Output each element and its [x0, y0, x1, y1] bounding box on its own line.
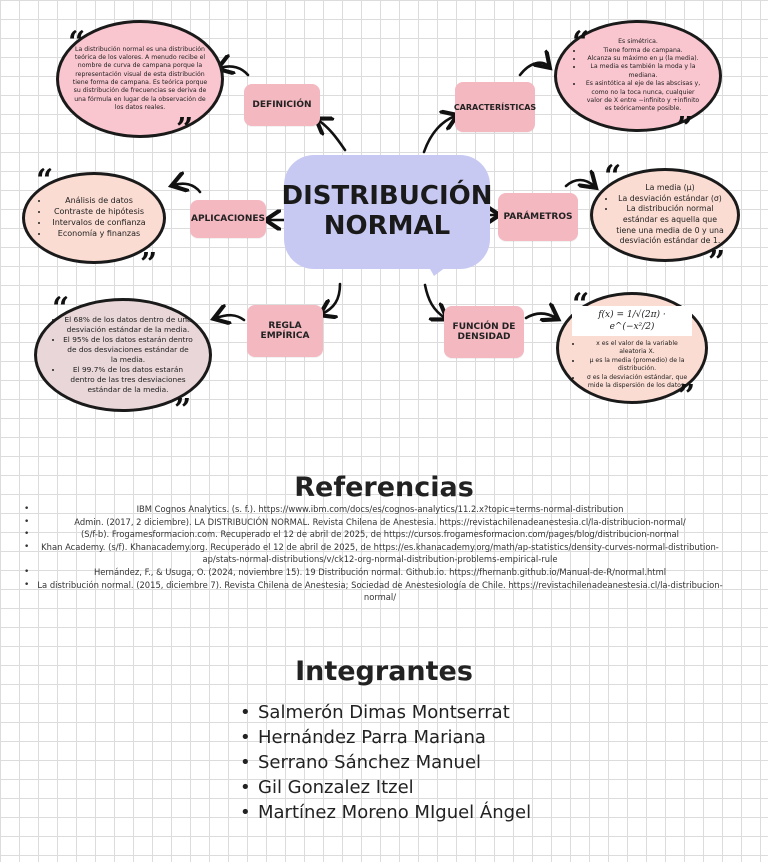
arrow-to-densidad — [423, 283, 445, 318]
label-aplicaciones: APLICACIONES — [190, 200, 266, 238]
integrante-item: Gil Gonzalez Itzel — [240, 775, 531, 800]
aplicacion-item: Economía y finanzas — [49, 229, 149, 240]
regla-item: El 99.7% de los datos estarán dentro de … — [63, 365, 193, 395]
oval-aplicaciones: Análisis de datos Contraste de hipótesis… — [22, 172, 166, 264]
close-quote-icon: ” — [174, 393, 192, 428]
label-definicion: DEFINICIÓN — [244, 84, 320, 126]
arrow-to-regla — [322, 282, 342, 314]
caracteristica-item: Alcanza su máximo en μ (la media). — [583, 55, 703, 63]
arrow-fun-to-oval — [524, 314, 556, 319]
oval-funcion-densidad: f(x) = 1/√(2π) · e^(−x²/2) x es el valor… — [556, 292, 708, 404]
label-caracteristicas: CARACTERÍSTICAS — [454, 82, 536, 132]
integrante-item: Salmerón Dimas Montserrat — [240, 700, 531, 725]
label-regla-empirica: REGLA EMPÍRICA — [247, 305, 323, 357]
aplicacion-item: Análisis de datos — [49, 196, 149, 207]
caracteristica-item: La media es también la moda y la mediana… — [583, 63, 703, 80]
parametro-item: La distribución normal estándar es aquel… — [616, 204, 724, 246]
arrow-par-to-oval — [564, 180, 594, 186]
caracteristica-item: Tiene forma de campana. — [583, 47, 703, 55]
parametro-item: La desviación estándar (σ) — [616, 194, 724, 205]
arrow-to-caracteristicas — [422, 116, 455, 154]
integrante-item: Hernández Parra Mariana — [240, 725, 531, 750]
parametros-list: La media (μ) La desviación estándar (σ) … — [606, 183, 724, 246]
aplicacion-item: Contraste de hipótesis — [49, 207, 149, 218]
integrante-item: Martínez Moreno MIguel Ángel — [240, 800, 531, 825]
arrow-apl-to-oval — [174, 184, 202, 194]
densidad-list: x es el valor de la variable aleatoria X… — [572, 340, 692, 390]
close-quote-icon: ” — [176, 112, 194, 147]
close-quote-icon: ” — [140, 247, 158, 282]
parametro-item: La media (μ) — [616, 183, 724, 194]
open-quote-icon: “ — [52, 291, 70, 326]
referencia-item: IBM Cognos Analytics. (s. f.). https://w… — [24, 503, 730, 516]
title-line-1: DISTRIBUCIÓN — [281, 181, 493, 212]
referencias-heading: Referencias — [294, 472, 474, 503]
referencia-item: La distribución normal. (2015, diciembre… — [24, 579, 730, 604]
densidad-item: x es el valor de la variable aleatoria X… — [582, 340, 692, 357]
open-quote-icon: “ — [36, 163, 54, 198]
arrow-def-to-oval — [220, 66, 250, 77]
label-parametros: PARÁMETROS — [498, 193, 578, 241]
referencias-list: IBM Cognos Analytics. (s. f.). https://w… — [24, 503, 730, 604]
referencia-item: (S/f-b). Frogamesformacion.com. Recupera… — [24, 528, 730, 541]
arrow-reg-to-oval — [216, 315, 246, 320]
integrantes-list: Salmerón Dimas Montserrat Hernández Parr… — [240, 700, 531, 825]
referencia-item: Khan Academy. (s/f). Khanacademy.org. Re… — [24, 541, 730, 566]
referencia-item: Admin. (2017, 2 diciembre). LA DISTRIBUC… — [24, 516, 730, 529]
close-quote-icon: ” — [676, 111, 694, 146]
oval-regla-empirica: El 68% de los datos dentro de una desvia… — [34, 298, 212, 412]
open-quote-icon: “ — [68, 25, 86, 60]
density-formula: f(x) = 1/√(2π) · e^(−x²/2) — [572, 305, 692, 337]
regla-list: El 68% de los datos dentro de una desvia… — [53, 315, 193, 395]
title-bubble-tail — [424, 258, 458, 276]
regla-item: El 68% de los datos dentro de una desvia… — [63, 315, 193, 335]
main-title: DISTRIBUCIÓN NORMAL — [281, 155, 493, 269]
open-quote-icon: “ — [572, 25, 590, 60]
oval-parametros: La media (μ) La desviación estándar (σ) … — [590, 168, 740, 262]
referencia-item: Hernández, F., & Usuga, O. (2024, noviem… — [24, 566, 730, 579]
densidad-item: μ es la media (promedio) de la distribuc… — [582, 357, 692, 374]
definicion-text: La distribución normal es una distribuci… — [72, 45, 208, 112]
caracteristica-item: Es simétrica. — [618, 38, 658, 46]
regla-item: El 95% de los datos estarán dentro de do… — [63, 335, 193, 365]
close-quote-icon: ” — [708, 245, 726, 280]
open-quote-icon: “ — [604, 159, 622, 194]
label-funcion-densidad: FUNCIÓN DE DENSIDAD — [444, 306, 524, 358]
oval-definicion: La distribución normal es una distribuci… — [56, 20, 224, 138]
close-quote-icon: ” — [678, 379, 696, 414]
arrow-car-to-oval — [518, 63, 548, 77]
caracteristica-item: Es asintótica al eje de las abscisas y, … — [583, 80, 703, 113]
arrow-to-definicion — [318, 120, 347, 152]
aplicacion-item: Intervalos de confianza — [49, 218, 149, 229]
title-line-2: NORMAL — [323, 211, 451, 241]
integrante-item: Serrano Sánchez Manuel — [240, 750, 531, 775]
oval-caracteristicas: Es simétrica. Tiene forma de campana. Al… — [554, 20, 722, 132]
caracteristicas-list: Tiene forma de campana. Alcanza su máxim… — [573, 47, 703, 114]
integrantes-heading: Integrantes — [295, 656, 473, 687]
open-quote-icon: “ — [572, 287, 590, 322]
aplicaciones-list: Análisis de datos Contraste de hipótesis… — [39, 196, 149, 239]
densidad-item: σ es la desviación estándar, que mide la… — [582, 374, 692, 391]
